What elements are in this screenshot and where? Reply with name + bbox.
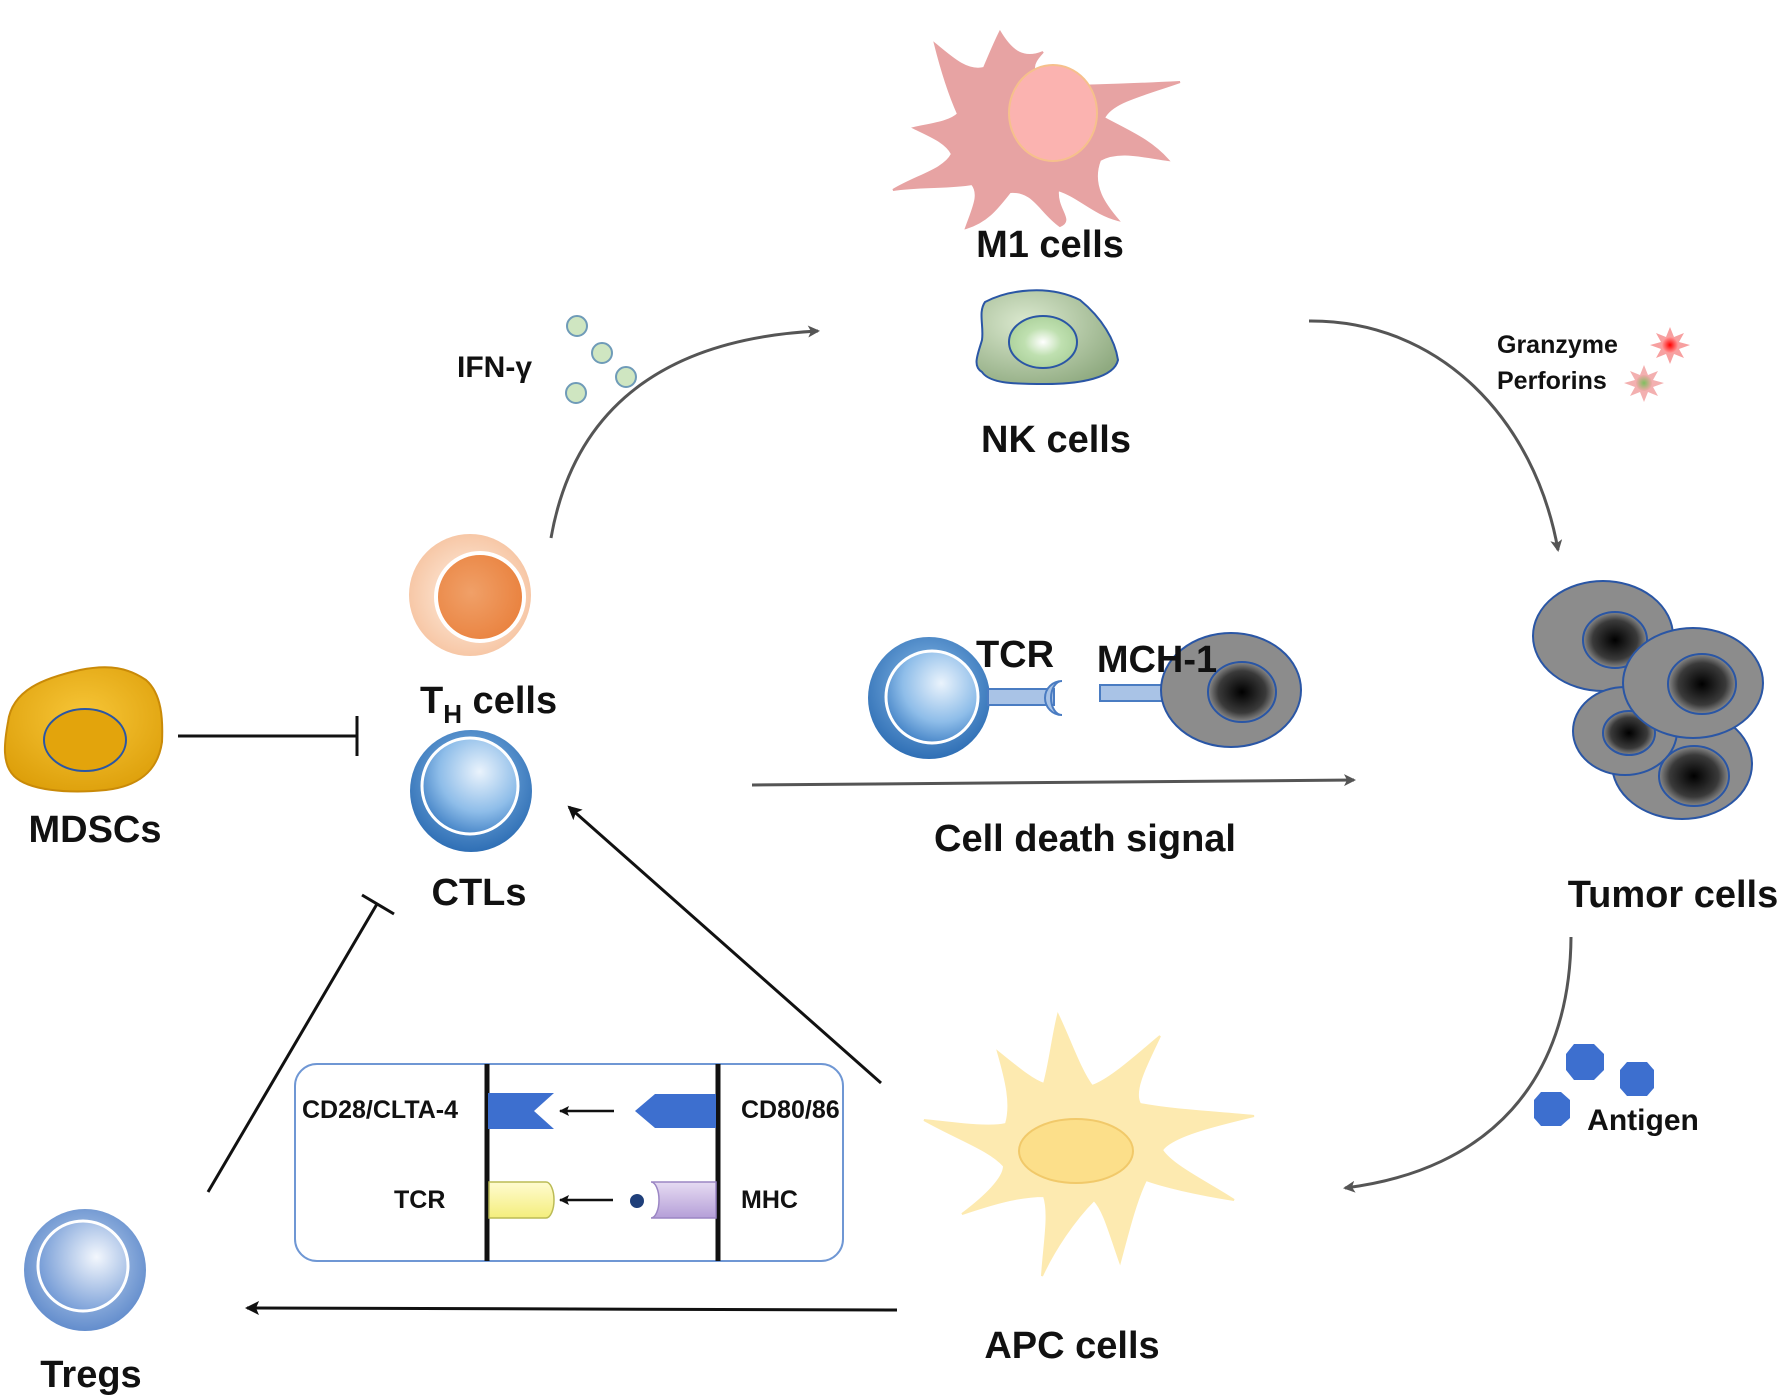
apc-to-treg-arrow [245,1301,898,1316]
cd28-label: CD28/CLTA-4 [302,1096,458,1124]
tumor-cells [1532,580,1764,820]
ctl-tcr-cell [868,637,1063,759]
tumor-to-apc-arrow [1343,936,1573,1193]
granzyme-label: Granzyme [1497,331,1618,359]
ifn-gamma-label: IFN-γ [457,351,532,384]
mdsc-inhibition-line [178,716,359,756]
perforins-label: Perforins [1497,367,1607,395]
th-cell-label: TH cells [420,680,557,729]
apc-cell [923,1012,1255,1277]
cd80-ligand [635,1094,716,1128]
nk-to-tumor-arrow [1308,319,1563,552]
cd28-receptor [488,1093,554,1129]
th-cell [409,534,531,656]
m1-cell-label: M1 cells [976,224,1124,266]
treg-label: Tregs [40,1354,141,1396]
mch-label: MCH-1 [1097,639,1217,681]
th-to-m1-arrow [549,325,820,539]
ctl-label: CTLs [432,872,527,914]
mhc-label: MHC [741,1186,798,1214]
granzyme-icon [1650,327,1690,364]
apc-to-ctl-arrow [567,805,882,1085]
antigen-label: Antigen [1587,1104,1699,1137]
perforins-icon [1624,365,1664,402]
cell-death-label: Cell death signal [934,818,1236,860]
mdsc-cell [3,666,164,793]
tcr-receptor [488,1181,555,1219]
mhc-molecule [650,1181,717,1219]
nk-cell-label: NK cells [981,419,1131,461]
synapse-tcr-label: TCR [394,1186,445,1214]
immune-synapse-box [294,1063,844,1262]
nk-cell [975,289,1120,386]
tcr-label: TCR [976,634,1054,676]
peptide-icon [630,1194,644,1208]
ctl-cell [410,730,532,852]
mdsc-label: MDSCs [28,809,161,851]
cd80-label: CD80/86 [741,1096,840,1124]
tumor-cells-label: Tumor cells [1568,874,1777,916]
antigen-icons [1534,1044,1654,1126]
cell-death-arrow [751,774,1356,787]
treg-cell [24,1209,146,1331]
apc-label: APC cells [984,1325,1159,1367]
ifn-gamma-molecules [565,315,637,404]
treg-inhibition-line [206,893,395,1193]
m1-cell [892,29,1181,230]
tumor-mhc-cell [1099,632,1302,748]
